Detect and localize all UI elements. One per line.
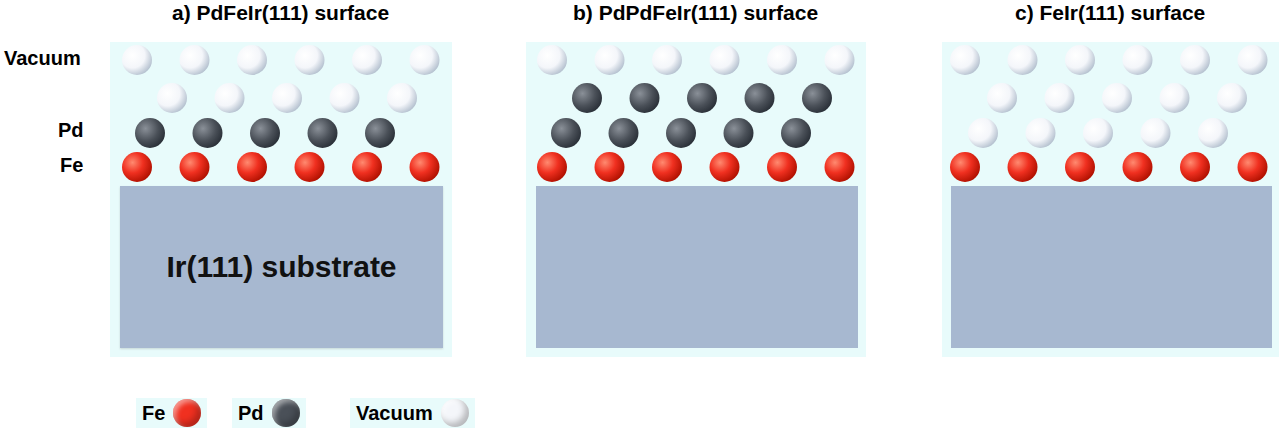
atom bbox=[410, 45, 440, 75]
atom bbox=[365, 118, 395, 148]
atom bbox=[1217, 83, 1247, 113]
atom bbox=[710, 45, 740, 75]
atom bbox=[1238, 45, 1268, 75]
atom bbox=[781, 118, 811, 148]
atom bbox=[1008, 45, 1038, 75]
substrate-block bbox=[951, 186, 1272, 348]
atom bbox=[595, 152, 625, 182]
atom bbox=[1065, 152, 1095, 182]
atom bbox=[1123, 152, 1153, 182]
atom bbox=[537, 45, 567, 75]
atom bbox=[950, 152, 980, 182]
atom bbox=[537, 152, 567, 182]
atom bbox=[724, 118, 754, 148]
atom bbox=[352, 45, 382, 75]
atom bbox=[987, 83, 1017, 113]
atom bbox=[630, 83, 660, 113]
atom bbox=[825, 45, 855, 75]
atom bbox=[180, 152, 210, 182]
atom bbox=[250, 118, 280, 148]
atom bbox=[609, 118, 639, 148]
atom bbox=[687, 83, 717, 113]
layer-label: Pd bbox=[58, 119, 84, 142]
layer-label: Fe bbox=[60, 154, 83, 177]
atom bbox=[1083, 118, 1113, 148]
atom bbox=[215, 83, 245, 113]
atom bbox=[135, 118, 165, 148]
atom bbox=[237, 45, 267, 75]
atom bbox=[666, 118, 696, 148]
substrate-block bbox=[536, 186, 858, 348]
panel-title: c) FeIr(111) surface bbox=[1015, 1, 1205, 25]
panel-ground bbox=[110, 42, 452, 357]
atom bbox=[1123, 45, 1153, 75]
atom bbox=[308, 118, 338, 148]
atom bbox=[237, 152, 267, 182]
atom bbox=[968, 118, 998, 148]
atom bbox=[410, 152, 440, 182]
atom bbox=[180, 45, 210, 75]
atom bbox=[595, 45, 625, 75]
panel-title: b) PdPdFeIr(111) surface bbox=[573, 1, 818, 25]
legend-item: Pd bbox=[232, 398, 306, 428]
legend-text: Vacuum bbox=[356, 402, 433, 425]
atom bbox=[551, 118, 581, 148]
legend-item: Fe bbox=[136, 398, 207, 428]
atom bbox=[122, 45, 152, 75]
atom bbox=[802, 83, 832, 113]
legend-text: Pd bbox=[238, 402, 264, 425]
atom bbox=[193, 118, 223, 148]
legend-swatch bbox=[272, 399, 300, 427]
atom bbox=[767, 152, 797, 182]
atom bbox=[652, 152, 682, 182]
substrate-block: Ir(111) substrate bbox=[120, 186, 443, 348]
atom bbox=[295, 45, 325, 75]
substrate-label: Ir(111) substrate bbox=[166, 250, 396, 284]
atom bbox=[1160, 83, 1190, 113]
atom bbox=[1045, 83, 1075, 113]
atom bbox=[122, 152, 152, 182]
atom bbox=[387, 83, 417, 113]
atom-layer bbox=[122, 45, 1268, 182]
atom bbox=[1180, 45, 1210, 75]
atom bbox=[1008, 152, 1038, 182]
panel-ground bbox=[942, 42, 1279, 357]
layer-label: Vacuum bbox=[4, 47, 81, 70]
atom bbox=[272, 83, 302, 113]
atom bbox=[767, 45, 797, 75]
atom bbox=[950, 45, 980, 75]
legend-item: Vacuum bbox=[350, 398, 475, 428]
atom bbox=[1198, 118, 1228, 148]
panel-title: a) PdFeIr(111) surface bbox=[172, 1, 389, 25]
atom bbox=[572, 83, 602, 113]
atom bbox=[1180, 152, 1210, 182]
atom bbox=[330, 83, 360, 113]
atom bbox=[1026, 118, 1056, 148]
atom bbox=[1141, 118, 1171, 148]
atom bbox=[652, 45, 682, 75]
atom bbox=[295, 152, 325, 182]
atom bbox=[710, 152, 740, 182]
legend-swatch bbox=[441, 399, 469, 427]
atom bbox=[745, 83, 775, 113]
panel-ground bbox=[526, 42, 866, 357]
atom bbox=[825, 152, 855, 182]
legend-text: Fe bbox=[142, 402, 165, 425]
atom bbox=[157, 83, 187, 113]
atom bbox=[1102, 83, 1132, 113]
atom bbox=[352, 152, 382, 182]
legend-swatch bbox=[173, 399, 201, 427]
atom bbox=[1065, 45, 1095, 75]
atom bbox=[1238, 152, 1268, 182]
